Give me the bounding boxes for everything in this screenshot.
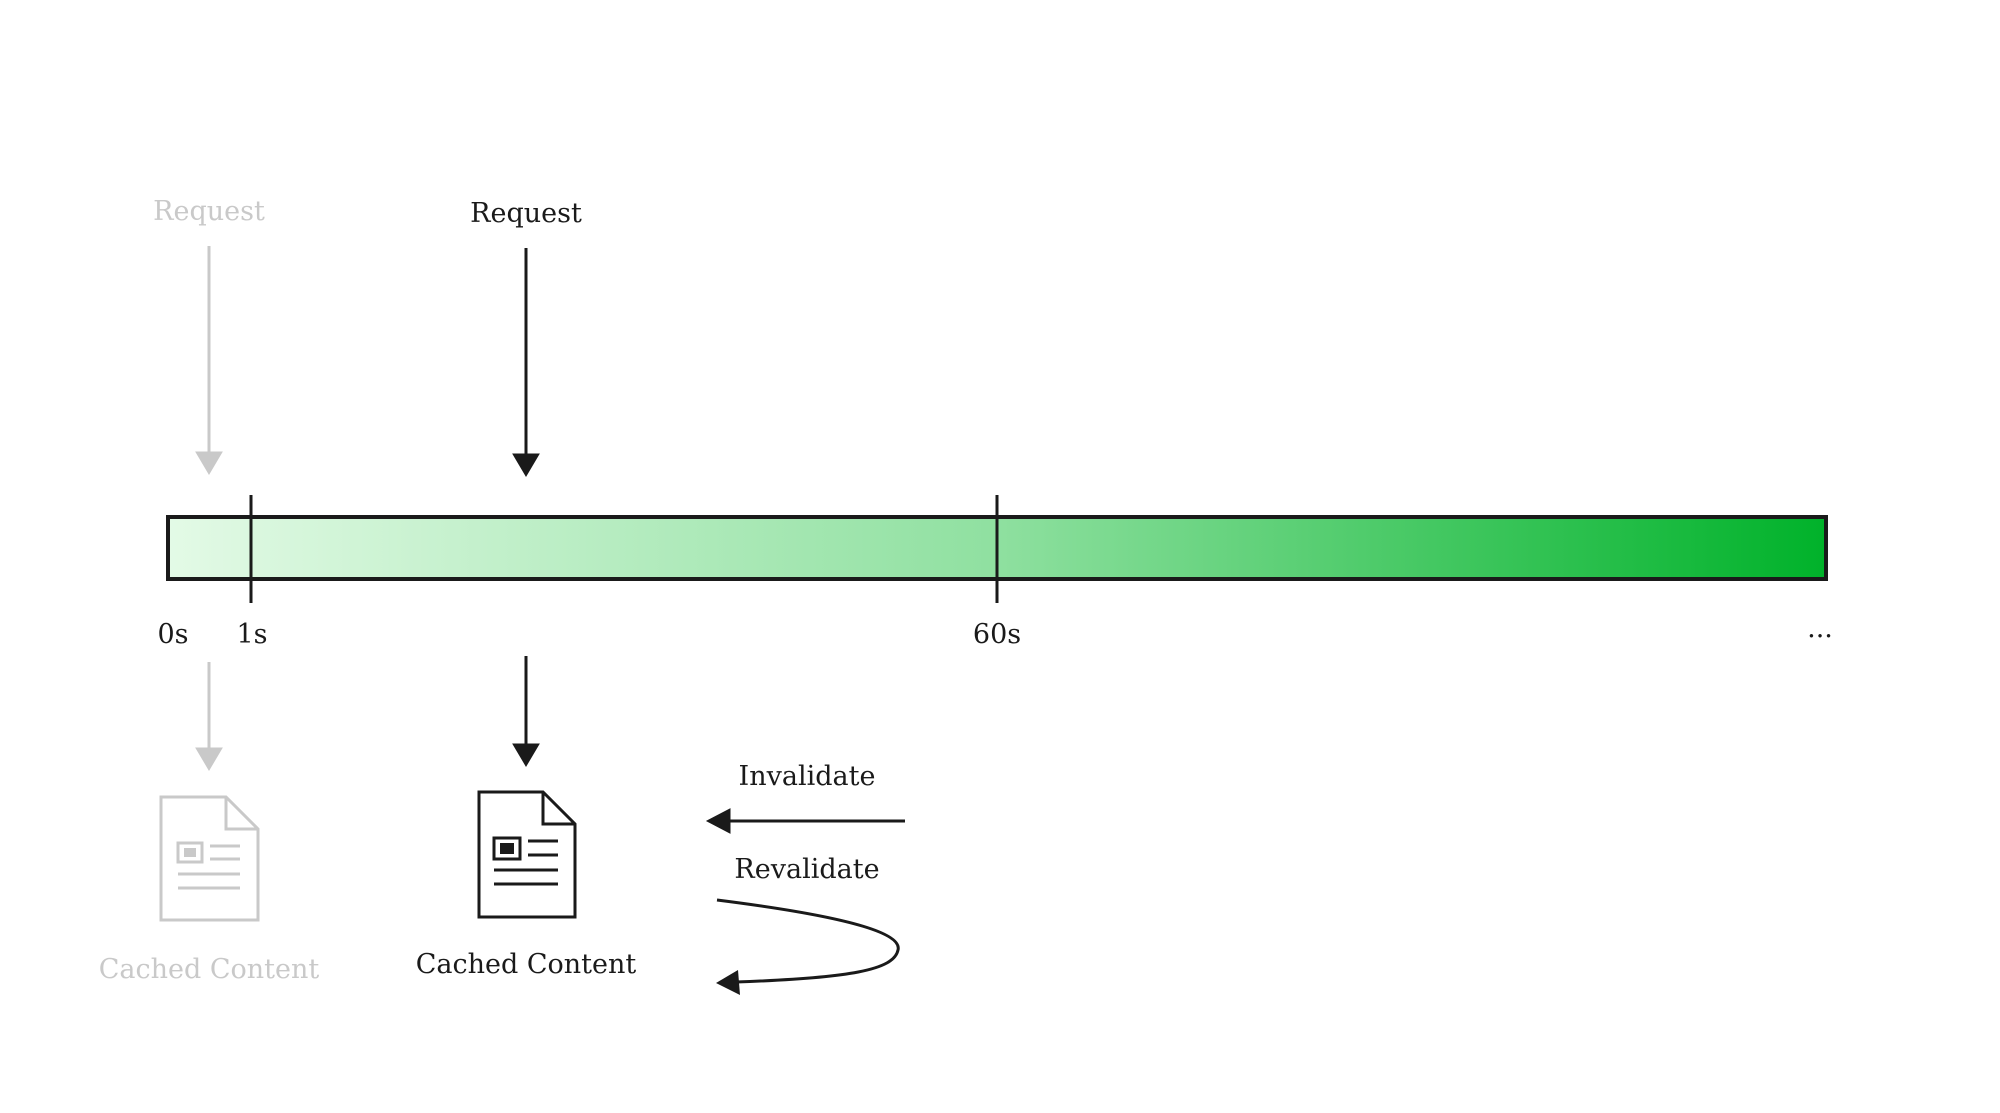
tick-label-1s: 1s: [236, 619, 267, 650]
invalidate-label: Invalidate: [739, 761, 876, 792]
past-request-label: Request: [153, 196, 265, 227]
current-content-arrow: [512, 656, 540, 767]
revalidate-arrow: [716, 898, 900, 995]
tick-label-ellipsis: ...: [1807, 613, 1833, 644]
tick-label-0s: 0s: [157, 619, 188, 650]
timeline: 0s 1s 60s ...: [157, 495, 1833, 650]
past-content-arrow: [195, 662, 223, 771]
invalidate-arrow: [705, 808, 905, 834]
past-content-label: Cached Content: [99, 954, 320, 985]
tick-label-60s: 60s: [973, 619, 1021, 650]
revalidate-label: Revalidate: [734, 854, 879, 885]
past-request-arrow: [195, 246, 223, 475]
document-icon: [159, 795, 260, 922]
current-request-label: Request: [470, 198, 582, 229]
past-request-group: Request Cached Content: [99, 196, 320, 985]
current-request-group: Request: [470, 198, 582, 477]
current-content-group: Cached Content: [416, 656, 637, 980]
document-icon: [477, 790, 577, 919]
current-request-arrow: [512, 248, 540, 477]
current-content-label: Cached Content: [416, 949, 637, 980]
cache-actions: Invalidate Revalidate: [705, 761, 905, 995]
